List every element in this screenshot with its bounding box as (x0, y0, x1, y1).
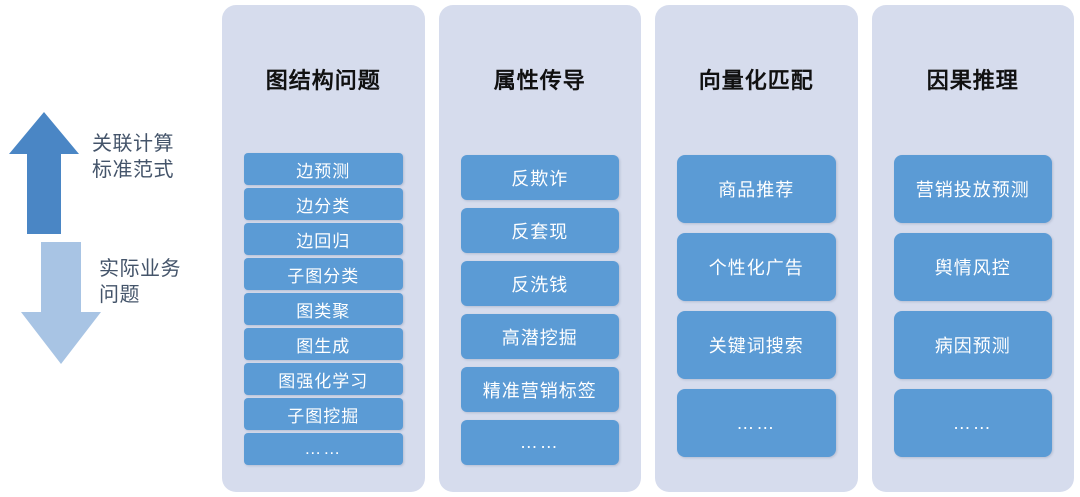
panel-title: 因果推理 (926, 68, 1019, 93)
panel-title: 向量化匹配 (698, 68, 814, 93)
task-pill[interactable]: 反洗钱 (460, 261, 619, 306)
task-pill[interactable]: 反套现 (460, 208, 619, 253)
category-panel: 图结构问题边预测边分类边回归子图分类图类聚图生成图强化学习子图挖掘…… (222, 5, 425, 492)
task-pill[interactable]: 边分类 (244, 188, 403, 220)
more-items-pill[interactable]: …… (460, 420, 619, 465)
task-pill[interactable]: 营销投放预测 (893, 155, 1052, 223)
task-pill[interactable]: 高潜挖掘 (460, 314, 619, 359)
up-arrow-icon (9, 112, 79, 234)
more-items-pill[interactable]: …… (677, 389, 836, 457)
down-arrow-label: 实际业务 问题 (99, 258, 181, 306)
task-list: 商品推荐个性化广告关键词搜索 …… (655, 155, 858, 457)
category-panel: 属性传导反欺诈反套现反洗钱高潜挖掘精准营销标签 …… (438, 5, 642, 492)
task-pill[interactable]: 子图挖掘 (244, 398, 403, 430)
task-pill[interactable]: 图生成 (244, 328, 403, 360)
task-pill[interactable]: 病因预测 (893, 311, 1052, 379)
task-pill[interactable]: 边回归 (244, 223, 403, 255)
task-pill[interactable]: 子图分类 (244, 258, 403, 290)
category-panel: 向量化匹配商品推荐个性化广告关键词搜索 …… (655, 5, 858, 492)
task-list: 营销投放预测舆情风控病因预测 …… (872, 155, 1075, 457)
down-arrow-icon (21, 242, 101, 364)
category-columns: 图结构问题边预测边分类边回归子图分类图类聚图生成图强化学习子图挖掘……属性传导反… (222, 5, 1074, 492)
more-items-pill[interactable]: …… (893, 389, 1052, 457)
up-arrow-label: 关联计算 标准范式 (92, 133, 174, 181)
category-panel: 因果推理营销投放预测舆情风控病因预测 …… (871, 5, 1075, 492)
task-pill[interactable]: 精准营销标签 (460, 367, 619, 412)
task-pill[interactable]: 个性化广告 (677, 233, 836, 301)
legend-panel: 关联计算 标准范式 实际业务 问题 (0, 0, 215, 497)
task-list: 反欺诈反套现反洗钱高潜挖掘精准营销标签 …… (439, 155, 642, 465)
task-pill[interactable]: 反欺诈 (460, 155, 619, 200)
task-pill[interactable]: 商品推荐 (677, 155, 836, 223)
task-pill[interactable]: 图强化学习 (244, 363, 403, 395)
task-pill[interactable]: 舆情风控 (893, 233, 1052, 301)
task-pill[interactable]: 关键词搜索 (677, 311, 836, 379)
task-pill[interactable]: 边预测 (244, 153, 403, 185)
task-pill[interactable]: 图类聚 (244, 293, 403, 325)
more-items-pill[interactable]: …… (244, 433, 403, 465)
panel-title: 图结构问题 (265, 68, 381, 93)
panel-title: 属性传导 (493, 68, 586, 93)
task-list: 边预测边分类边回归子图分类图类聚图生成图强化学习子图挖掘…… (222, 153, 425, 465)
